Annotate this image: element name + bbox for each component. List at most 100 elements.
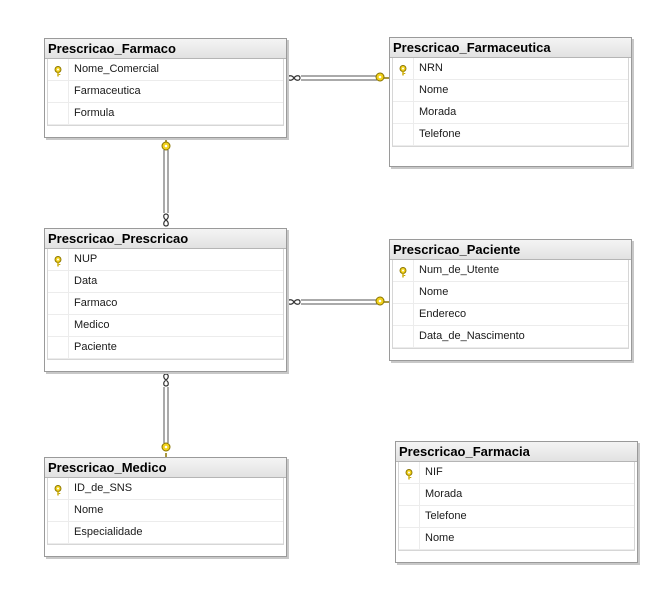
- primary-key-icon: [398, 63, 408, 76]
- row-selector[interactable]: [48, 315, 69, 336]
- row-selector[interactable]: [48, 103, 69, 124]
- table-title[interactable]: Prescricao_Prescricao: [45, 229, 286, 249]
- row-selector[interactable]: [399, 528, 420, 549]
- row-selector[interactable]: [48, 81, 69, 102]
- key-end-icon: [161, 442, 171, 452]
- table-title[interactable]: Prescricao_Paciente: [390, 240, 631, 260]
- primary-key-icon: [404, 467, 414, 480]
- table-title[interactable]: Prescricao_Farmaco: [45, 39, 286, 59]
- key-end-icon: [375, 296, 385, 306]
- column-row[interactable]: Formula: [48, 103, 283, 125]
- column-name: Nome: [74, 504, 104, 516]
- row-selector[interactable]: [48, 500, 69, 521]
- primary-key-column[interactable]: Num_de_Utente: [393, 260, 628, 282]
- column-name: Endereco: [419, 308, 467, 320]
- column-name: Telefone: [425, 510, 467, 522]
- relationship-prescricao-medico[interactable]: [161, 373, 171, 458]
- primary-key-icon: [398, 265, 408, 278]
- column-name: Nome_Comercial: [74, 63, 159, 75]
- table-title[interactable]: Prescricao_Medico: [45, 458, 286, 478]
- row-selector[interactable]: [393, 326, 414, 347]
- primary-key-column[interactable]: Nome_Comercial: [48, 59, 283, 81]
- column-name: Nome: [419, 286, 449, 298]
- row-selector[interactable]: [399, 506, 420, 527]
- column-row[interactable]: Morada: [393, 102, 628, 124]
- row-selector[interactable]: [48, 293, 69, 314]
- column-row[interactable]: Paciente: [48, 337, 283, 359]
- column-row[interactable]: Nome: [393, 282, 628, 304]
- relationship-prescricao-farmaco[interactable]: [161, 137, 171, 227]
- row-selector[interactable]: [393, 124, 414, 145]
- relationship-prescricao-paciente[interactable]: [287, 296, 392, 306]
- row-selector[interactable]: [393, 282, 414, 303]
- key-end-icon: [161, 141, 171, 151]
- relationship-farmaco-farmaceutica[interactable]: [287, 72, 392, 82]
- column-name: NRN: [419, 62, 443, 74]
- many-end-icon: [163, 213, 169, 227]
- many-end-icon: [287, 75, 301, 81]
- row-selector[interactable]: [399, 462, 420, 483]
- column-row[interactable]: Farmaco: [48, 293, 283, 315]
- column-name: Medico: [74, 319, 110, 331]
- column-name: Farmaco: [74, 297, 118, 309]
- column-row[interactable]: Medico: [48, 315, 283, 337]
- column-name: Telefone: [419, 128, 461, 140]
- column-name: NIF: [425, 466, 443, 478]
- column-row[interactable]: Farmaceutica: [48, 81, 283, 103]
- primary-key-column[interactable]: ID_de_SNS: [48, 478, 283, 500]
- column-row[interactable]: Endereco: [393, 304, 628, 326]
- row-selector[interactable]: [393, 260, 414, 281]
- column-row[interactable]: Data_de_Nascimento: [393, 326, 628, 348]
- table-title[interactable]: Prescricao_Farmacia: [396, 442, 637, 462]
- key-end-icon: [375, 72, 385, 82]
- row-selector[interactable]: [399, 484, 420, 505]
- column-name: Farmaceutica: [74, 85, 141, 97]
- column-row[interactable]: Nome: [48, 500, 283, 522]
- column-name: Nome: [419, 84, 449, 96]
- row-selector[interactable]: [393, 304, 414, 325]
- primary-key-column[interactable]: NUP: [48, 249, 283, 271]
- column-name: Num_de_Utente: [419, 264, 500, 276]
- row-selector[interactable]: [48, 271, 69, 292]
- column-row[interactable]: Telefone: [393, 124, 628, 146]
- column-row[interactable]: Nome: [393, 80, 628, 102]
- primary-key-column[interactable]: NIF: [399, 462, 634, 484]
- row-selector[interactable]: [48, 478, 69, 499]
- row-selector[interactable]: [393, 102, 414, 123]
- column-row[interactable]: Morada: [399, 484, 634, 506]
- column-row[interactable]: Telefone: [399, 506, 634, 528]
- many-end-icon: [163, 373, 169, 387]
- column-row[interactable]: Data: [48, 271, 283, 293]
- row-selector[interactable]: [48, 59, 69, 80]
- column-row[interactable]: Especialidade: [48, 522, 283, 544]
- column-name: ID_de_SNS: [74, 482, 133, 494]
- column-name: Data: [74, 275, 98, 287]
- column-name: Morada: [419, 106, 457, 118]
- column-name: Formula: [74, 107, 115, 119]
- row-selector[interactable]: [393, 80, 414, 101]
- primary-key-icon: [53, 483, 63, 496]
- row-selector[interactable]: [48, 249, 69, 270]
- primary-key-icon: [53, 254, 63, 267]
- many-end-icon: [287, 299, 301, 305]
- column-name: Especialidade: [74, 526, 143, 538]
- row-selector[interactable]: [48, 522, 69, 543]
- primary-key-column[interactable]: NRN: [393, 58, 628, 80]
- row-selector[interactable]: [48, 337, 69, 358]
- row-selector[interactable]: [393, 58, 414, 79]
- table-title[interactable]: Prescricao_Farmaceutica: [390, 38, 631, 58]
- column-row[interactable]: Nome: [399, 528, 634, 550]
